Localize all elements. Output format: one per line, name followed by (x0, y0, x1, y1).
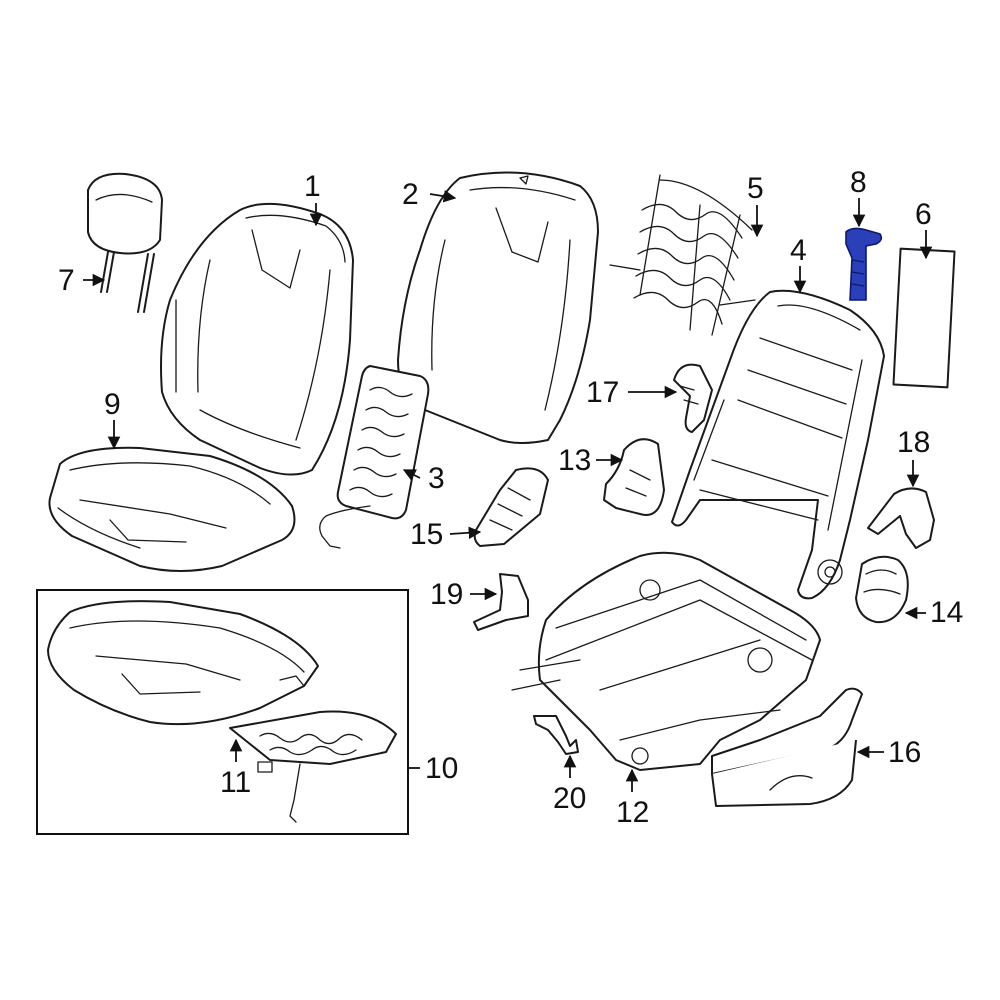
callout-1: 1 (304, 170, 321, 203)
part-seat-back-frame[interactable] (671, 289, 885, 600)
callout-3: 3 (428, 462, 445, 495)
callout-13: 13 (558, 444, 591, 477)
part-19[interactable] (473, 573, 529, 631)
part-seat-track[interactable] (511, 551, 821, 771)
part-15[interactable] (473, 467, 549, 547)
part-11[interactable] (229, 710, 397, 823)
part-20[interactable] (533, 715, 579, 755)
part-8-highlighted[interactable] (845, 227, 883, 301)
part-14[interactable] (855, 555, 909, 624)
part-cushion-assembly[interactable] (47, 600, 319, 726)
callout-12: 12 (616, 796, 649, 829)
callout-15: 15 (410, 518, 443, 551)
callout-7: 7 (58, 264, 75, 297)
part-seat-back-panel[interactable] (397, 171, 599, 444)
part-16[interactable] (711, 687, 863, 807)
callout-20: 20 (553, 782, 586, 815)
callout-5: 5 (747, 172, 764, 205)
callout-2: 2 (402, 178, 419, 211)
assembly-box-10 (36, 589, 409, 835)
callout-18: 18 (897, 426, 930, 459)
part-label-sheet[interactable] (892, 247, 956, 389)
part-13[interactable] (603, 438, 665, 516)
part-headrest[interactable] (87, 172, 163, 313)
callout-labels: 1 2 3 4 5 6 7 8 9 10 11 12 13 14 15 16 1… (58, 166, 963, 829)
part-cushion-cover[interactable] (48, 446, 296, 572)
part-18[interactable] (867, 487, 935, 549)
callout-4: 4 (790, 234, 807, 267)
callout-10: 10 (425, 752, 458, 785)
callout-6: 6 (915, 198, 932, 231)
part-seat-back-cover[interactable] (160, 202, 354, 476)
callout-19: 19 (430, 578, 463, 611)
leader-lines (83, 189, 933, 792)
part-spring-grid[interactable] (609, 174, 756, 336)
callout-11: 11 (220, 766, 251, 799)
callout-14: 14 (930, 596, 963, 629)
callout-9: 9 (104, 388, 121, 421)
callout-8: 8 (850, 166, 867, 199)
part-17[interactable] (673, 363, 713, 433)
callout-16: 16 (888, 736, 921, 769)
callout-17: 17 (586, 376, 619, 409)
